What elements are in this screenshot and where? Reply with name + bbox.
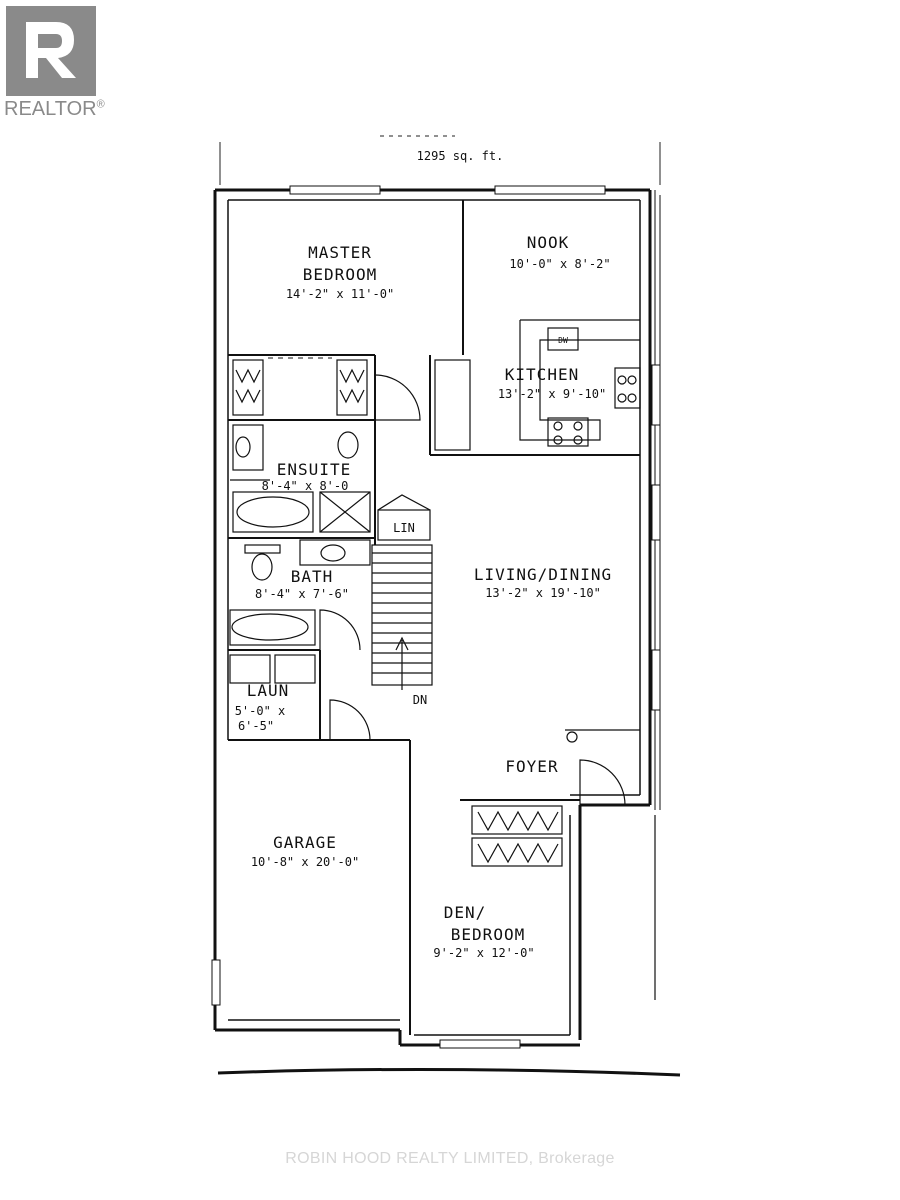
nook-name: NOOK — [527, 233, 570, 252]
brokerage-watermark: ROBIN HOOD REALTY LIMITED, Brokerage — [285, 1150, 615, 1167]
den-name-2: BEDROOM — [451, 925, 525, 944]
living-dining-name: LIVING/DINING — [474, 565, 612, 584]
den-dims: 9'-2" x 12'-0" — [433, 946, 534, 960]
stairs-down-label: DN — [413, 693, 427, 707]
laundry-dims-2: 6'-5" — [238, 719, 274, 733]
realtor-wordmark: REALTOR® — [4, 98, 105, 120]
den-name-1: DEN/ — [444, 903, 487, 922]
laundry-name: LAUN — [247, 681, 290, 700]
realtor-logo-icon — [6, 6, 96, 96]
master-bedroom-name-2: BEDROOM — [303, 265, 377, 284]
ensuite-dims: 8'-4" x 8'-0 — [262, 479, 349, 493]
master-bedroom-name-1: MASTER — [308, 243, 372, 262]
bath-dims: 8'-4" x 7'-6" — [255, 587, 349, 601]
dishwasher-label: DW — [558, 336, 568, 345]
nook-dims: 10'-0" x 8'-2" — [509, 257, 610, 271]
master-bedroom-dims: 14'-2" x 11'-0" — [286, 287, 394, 301]
area-label: 1295 sq. ft. — [417, 149, 504, 163]
laundry-dims-1: 5'-0" x — [235, 704, 286, 718]
bath-name: BATH — [291, 567, 334, 586]
garage-name: GARAGE — [273, 833, 337, 852]
ensuite-name: ENSUITE — [277, 460, 351, 479]
kitchen-dims: 13'-2" x 9'-10" — [498, 387, 606, 401]
foyer-name: FOYER — [505, 757, 558, 776]
garage-dims: 10'-8" x 20'-0" — [251, 855, 359, 869]
linen-label: LIN — [393, 521, 415, 535]
living-dining-dims: 13'-2" x 19'-10" — [485, 586, 601, 600]
kitchen-name: KITCHEN — [505, 365, 579, 384]
